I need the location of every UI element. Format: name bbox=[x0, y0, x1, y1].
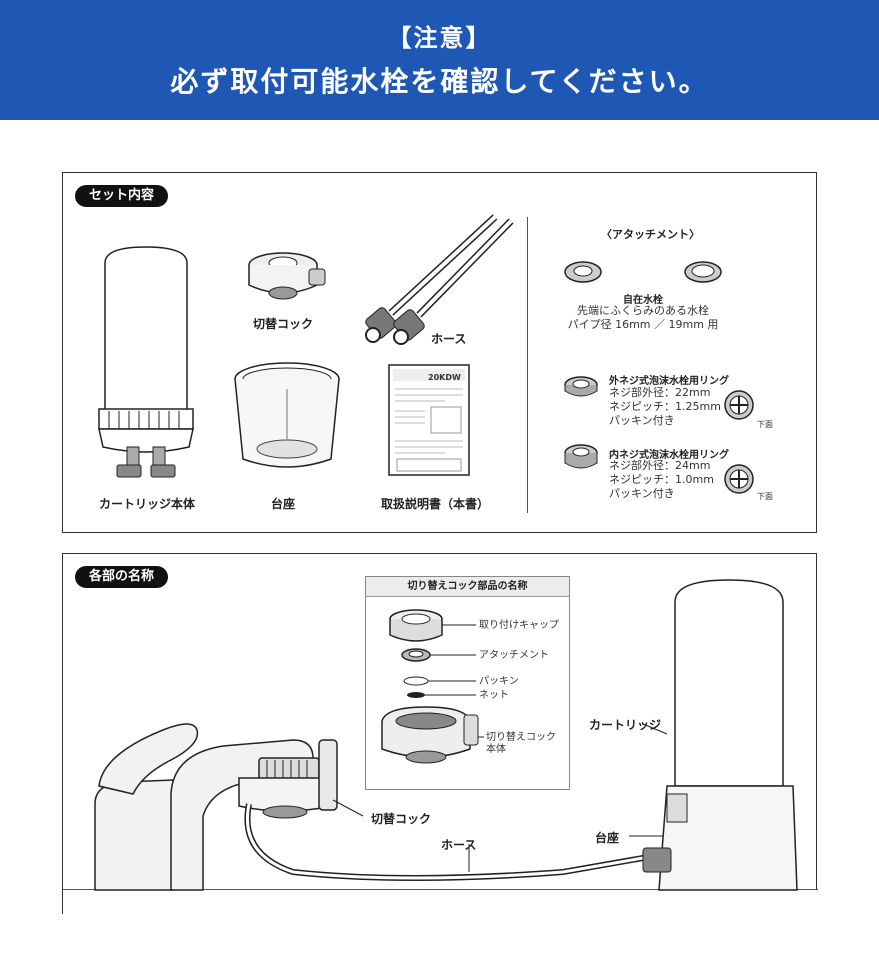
inner-thread-spec-2: ネジピッチ：1.0mm bbox=[609, 473, 714, 486]
warning-banner: 【注意】 必ず取付可能水栓を確認してください。 bbox=[0, 0, 879, 120]
manual-illustration bbox=[388, 364, 470, 476]
base-label: 台座 bbox=[271, 497, 296, 511]
manual-label: 取扱説明書（本書） bbox=[381, 497, 490, 511]
part-names-heading: 各部の名称 bbox=[75, 566, 169, 588]
outer-thread-spec-1: ネジ部外径：22mm bbox=[609, 386, 711, 399]
banner-title: 【注意】 bbox=[387, 24, 492, 52]
inner-thread-ring-icon bbox=[564, 444, 598, 469]
hose-label: ホース bbox=[431, 332, 467, 346]
outer-thread-spec-2: ネジピッチ：1.25mm bbox=[609, 400, 721, 413]
cock-body-label-1: 切り替えコック bbox=[486, 732, 556, 743]
base-part-label: 台座 bbox=[595, 831, 620, 845]
outer-thread-name: 外ネジ式泡沫水栓用リング bbox=[609, 376, 729, 387]
attachment-label: アタッチメント bbox=[479, 650, 549, 661]
free-faucet-name: 自在水栓 bbox=[623, 295, 663, 306]
cartridge-part-label: カートリッジ bbox=[589, 718, 662, 732]
inner-thread-bottom-label: 下面 bbox=[757, 492, 773, 501]
inner-thread-bottom-icon bbox=[724, 464, 754, 494]
inner-thread-spec-3: パッキン付き bbox=[609, 487, 675, 500]
base-illustration bbox=[234, 362, 340, 468]
manual-cover-text: 20KDW bbox=[428, 373, 461, 382]
free-faucet-ring-icon-2 bbox=[684, 261, 722, 283]
cartridge-label: カートリッジ本体 bbox=[99, 497, 196, 511]
switch-cock-label: 切替コック bbox=[253, 317, 314, 331]
cartridge-illustration bbox=[98, 246, 194, 478]
packing-label: パッキン bbox=[479, 676, 519, 687]
switch-cock-part-label: 切替コック bbox=[371, 812, 432, 826]
set-contents-heading: セット内容 bbox=[75, 185, 169, 207]
outer-thread-spec-3: パッキン付き bbox=[609, 414, 675, 427]
outer-thread-ring-icon bbox=[564, 376, 598, 397]
cock-parts-title: 切り替えコック部品の名称 bbox=[366, 577, 569, 597]
free-faucet-ring-icon bbox=[564, 261, 602, 283]
cock-parts-box: 切り替えコック部品の名称 取り付けキャップ アタッチメント パ bbox=[365, 576, 570, 790]
net-label: ネット bbox=[479, 690, 509, 701]
part-names-panel: 各部の名称 切り替えコック部品の名称 bbox=[62, 553, 818, 914]
outer-thread-bottom-label: 下面 bbox=[757, 420, 773, 429]
free-faucet-desc-1: 先端にふくらみのある水栓 bbox=[577, 304, 709, 317]
set-contents-panel: セット内容 カートリッジ本体 切替コック ホース bbox=[62, 172, 817, 533]
hose-part-label: ホース bbox=[441, 838, 477, 852]
outer-thread-bottom-icon bbox=[724, 390, 754, 420]
attachment-heading: 〈アタッチメント〉 bbox=[601, 228, 700, 241]
cock-body-label-2: 本体 bbox=[486, 744, 506, 755]
hose-illustration bbox=[365, 214, 514, 345]
banner-message: 必ず取付可能水栓を確認してください。 bbox=[170, 65, 709, 98]
cap-label: 取り付けキャップ bbox=[479, 620, 559, 631]
cock-parts-illustration bbox=[381, 609, 484, 764]
switch-cock-illustration bbox=[248, 252, 326, 300]
inner-thread-spec-1: ネジ部外径：24mm bbox=[609, 459, 711, 472]
inner-thread-name: 内ネジ式泡沫水栓用リング bbox=[609, 450, 729, 461]
faucet-scene-illustration bbox=[63, 579, 818, 914]
section-divider bbox=[527, 217, 528, 513]
free-faucet-desc-2: パイプ径 16mm ／ 19mm 用 bbox=[567, 318, 719, 331]
